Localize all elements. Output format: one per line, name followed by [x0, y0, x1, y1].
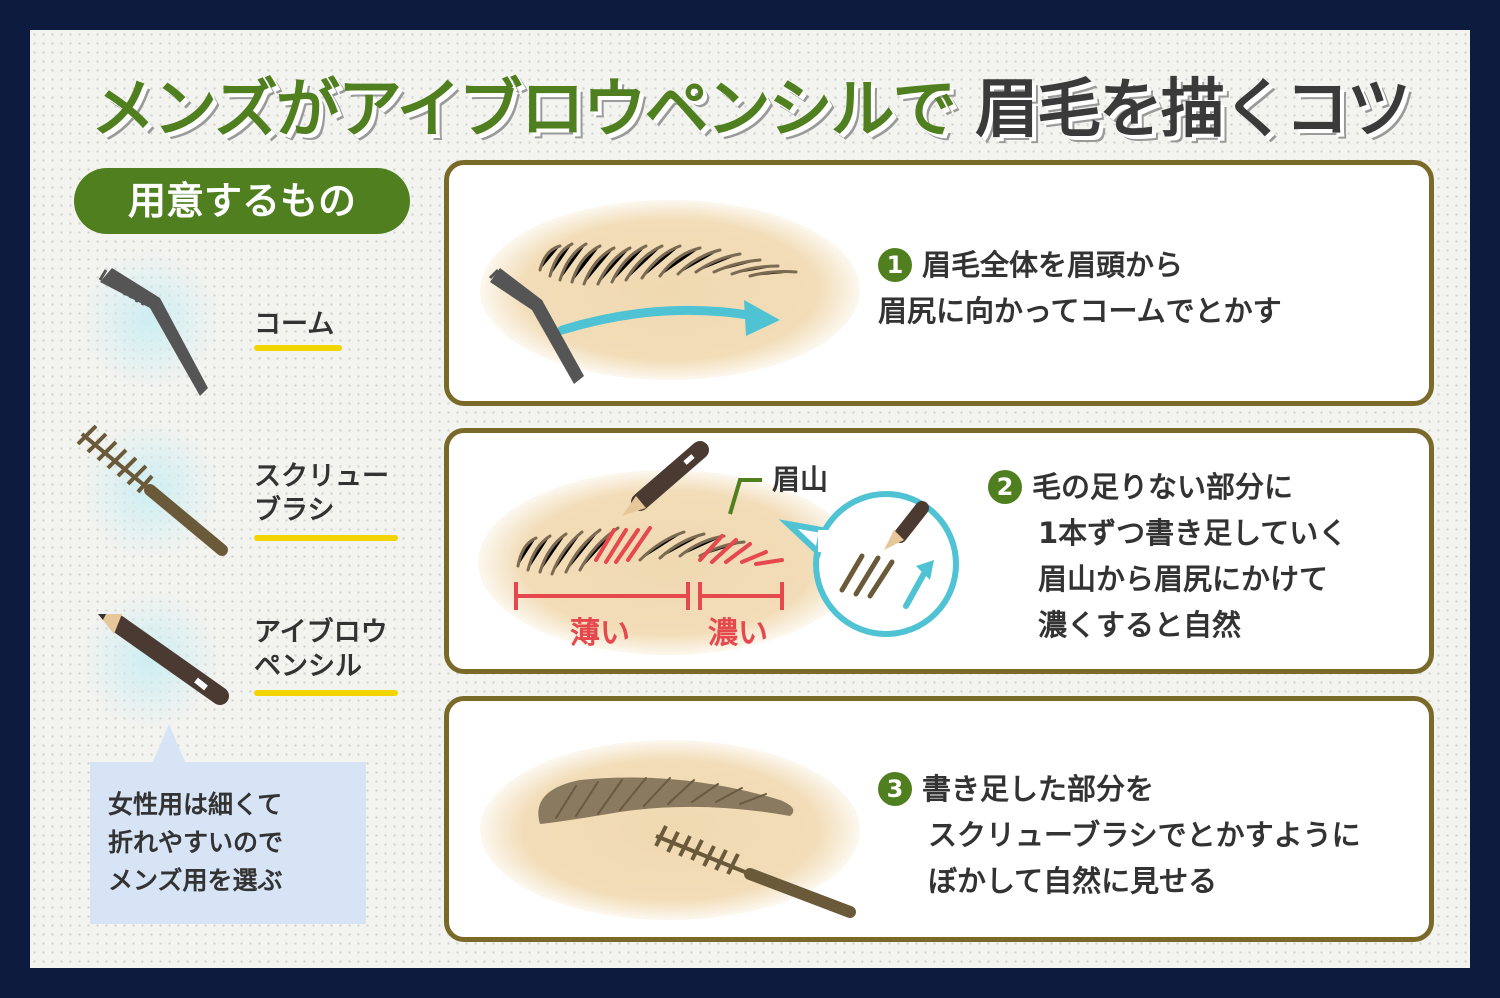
tools-header: 用意するもの — [74, 168, 410, 234]
note-pointer — [152, 724, 186, 764]
note-text: 女性用は細くて 折れやすいので メンズ用を選ぶ — [108, 786, 358, 900]
highlight-underline — [254, 535, 398, 541]
skin-patch — [480, 740, 860, 920]
step-1-text: 1 眉毛全体を眉頭から 眉尻に向かってコームでとかす — [878, 242, 1282, 334]
tool-glow — [80, 590, 220, 730]
note-line: メンズ用を選ぶ — [108, 866, 283, 895]
step-number-badge: 2 — [988, 470, 1022, 504]
brow-peak-label: 眉山 — [772, 463, 829, 496]
note-box — [90, 762, 366, 924]
note-line: 女性用は細くて — [108, 790, 283, 819]
step-line: ぼかして自然に見せる — [928, 864, 1218, 898]
tool-glow — [80, 250, 220, 390]
tool-label-line: ブラシ — [254, 495, 335, 526]
tool-label-line: アイブロウ — [254, 617, 388, 648]
note-line: 折れやすいので — [108, 828, 284, 857]
step-line: 眉尻に向かってコームでとかす — [878, 294, 1282, 328]
tool-label-pencil: アイブロウ ペンシル — [254, 616, 388, 684]
step-line: 眉毛全体を眉頭から — [922, 248, 1184, 282]
tool-glow — [80, 420, 220, 560]
step-line: 濃くすると自然 — [1038, 608, 1242, 642]
highlight-underline — [254, 690, 398, 696]
step-line: 1本ずつ書き足していく — [1038, 516, 1348, 550]
title-part-1: メンズがアイブロウペンシルで — [91, 73, 957, 147]
title-part-2: 眉毛を描くコツ — [974, 73, 1411, 147]
tool-label-brush: スクリュー ブラシ — [254, 460, 389, 528]
highlight-underline — [254, 345, 342, 351]
step-number-badge: 1 — [878, 248, 912, 282]
step-line: 書き足した部分を — [922, 772, 1155, 806]
tool-label-line: コーム — [254, 309, 335, 340]
step-line: 眉山から眉尻にかけて — [1038, 562, 1329, 596]
tool-label-comb: コーム — [254, 308, 334, 342]
dark-label: 濃い — [708, 616, 768, 651]
light-label: 薄い — [570, 616, 630, 651]
page-title: メンズがアイブロウペンシルで 眉毛を描くコツ — [0, 58, 1500, 150]
tool-label-line: ペンシル — [254, 651, 362, 682]
step-2-text: 2 毛の足りない部分に 1本ずつ書き足していく 眉山から眉尻にかけて 濃くすると自… — [988, 464, 1347, 648]
step-3-text: 3 書き足した部分を スクリューブラシでとかすように ぼかして自然に見せる — [878, 766, 1361, 904]
step-number-badge: 3 — [878, 772, 912, 806]
skin-patch — [480, 200, 860, 380]
step-line: 毛の足りない部分に — [1032, 470, 1294, 504]
tool-label-line: スクリュー — [254, 461, 389, 492]
step-line: スクリューブラシでとかすように — [928, 818, 1361, 852]
